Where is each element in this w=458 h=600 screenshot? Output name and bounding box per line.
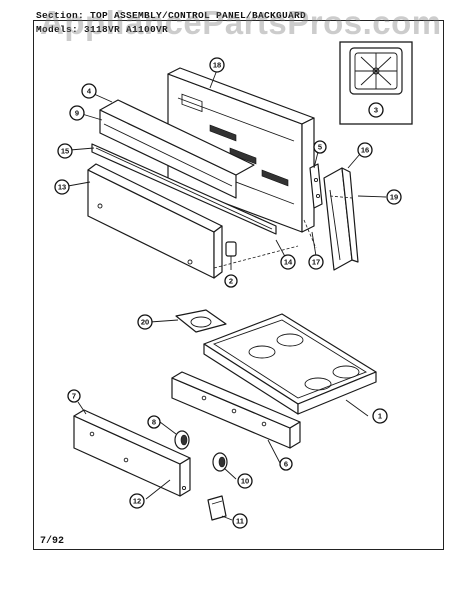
callout-11: 11 <box>232 513 248 529</box>
svg-text:14: 14 <box>284 258 293 267</box>
svg-text:18: 18 <box>213 61 221 70</box>
part-label-cover <box>207 495 227 521</box>
models-line: Models: 3118VR A1100VR <box>36 24 169 35</box>
svg-text:3: 3 <box>374 106 378 115</box>
svg-text:17: 17 <box>312 258 320 267</box>
callout-7: 7 <box>67 389 81 403</box>
callout-16: 16 <box>357 142 373 158</box>
callout-13: 13 <box>54 179 70 195</box>
part-manifold-panel <box>73 409 191 497</box>
svg-text:10: 10 <box>241 477 249 486</box>
callout-17: 17 <box>308 254 324 270</box>
svg-text:12: 12 <box>133 497 141 506</box>
part-trim-strip <box>91 143 277 235</box>
part-knob-right <box>212 452 228 472</box>
svg-text:2: 2 <box>229 277 233 286</box>
svg-text:8: 8 <box>152 418 156 427</box>
svg-text:13: 13 <box>58 183 66 192</box>
svg-text:1: 1 <box>378 412 382 421</box>
callout-12: 12 <box>129 493 145 509</box>
svg-text:4: 4 <box>87 87 92 96</box>
svg-text:11: 11 <box>236 517 244 526</box>
part-bracket <box>309 163 323 209</box>
svg-text:9: 9 <box>75 109 79 118</box>
leader-lines <box>67 69 387 521</box>
callout-3: 3 <box>368 102 384 118</box>
part-control-panel-front <box>99 99 255 199</box>
part-knob-stem <box>225 241 237 270</box>
svg-text:16: 16 <box>361 146 369 155</box>
part-end-cap <box>323 167 359 271</box>
callout-19: 19 <box>386 189 402 205</box>
callout-9: 9 <box>69 105 85 121</box>
section-title: Section: TOP ASSEMBLY/CONTROL PANEL/BACK… <box>36 10 307 21</box>
part-cooktop <box>203 313 377 415</box>
part-lower-panel <box>87 163 223 279</box>
svg-text:20: 20 <box>141 318 149 327</box>
inset-grate-box <box>339 41 413 125</box>
diagram-frame <box>33 20 444 550</box>
svg-text:7: 7 <box>72 392 76 401</box>
part-knob-left <box>174 430 190 450</box>
callout-2: 2 <box>224 274 238 288</box>
svg-text:19: 19 <box>390 193 398 202</box>
callout-18: 18 <box>209 57 225 73</box>
callout-10: 10 <box>237 473 253 489</box>
callout-1: 1 <box>372 408 388 424</box>
footer-date: 7/92 <box>40 536 65 547</box>
svg-text:6: 6 <box>284 460 288 469</box>
callout-8: 8 <box>147 415 161 429</box>
callout-15: 15 <box>57 143 73 159</box>
svg-text:5: 5 <box>318 143 322 152</box>
part-burner-gasket <box>175 309 227 333</box>
svg-text:15: 15 <box>61 147 69 156</box>
callout-14: 14 <box>280 254 296 270</box>
part-lower-control-panel <box>171 371 301 449</box>
callout-20: 20 <box>137 314 153 330</box>
callout-6: 6 <box>279 457 293 471</box>
callout-4: 4 <box>81 83 97 99</box>
callout-5: 5 <box>313 140 327 154</box>
